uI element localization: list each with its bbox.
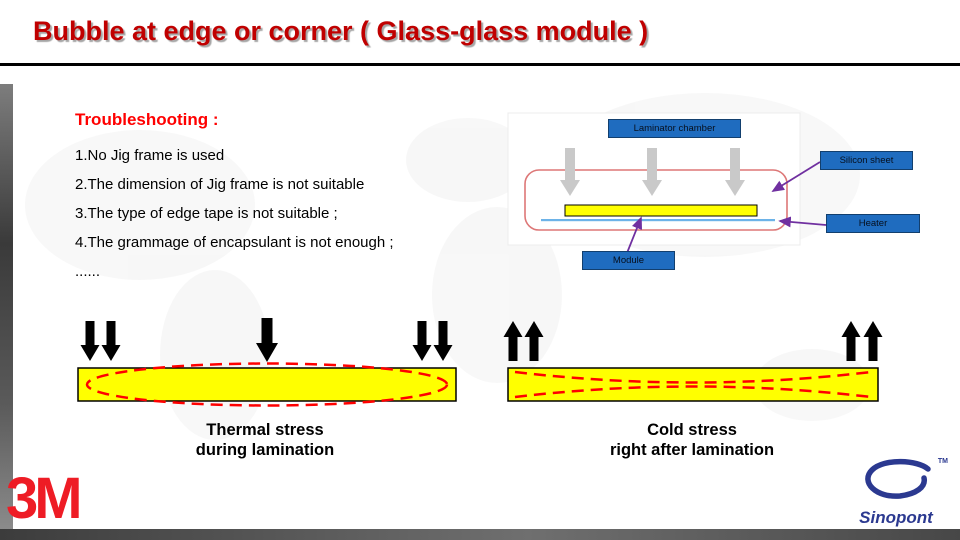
troubleshooting-item-2: 2.The dimension of Jig frame is not suit…	[75, 176, 365, 193]
title-underline	[0, 63, 960, 66]
troubleshooting-item-3: 3.The type of edge tape is not suitable …	[75, 205, 338, 222]
troubleshooting-item-ellipsis: ......	[75, 263, 101, 280]
troubleshooting-item-1: 1.No Jig frame is used	[75, 147, 225, 164]
module-label: Module	[582, 251, 675, 270]
trademark-symbol: TM	[937, 458, 948, 465]
3m-logo: 3M	[6, 466, 83, 531]
thermal-stress-diagram	[77, 318, 457, 407]
heater-arrow	[778, 216, 827, 228]
sinopont-wordmark: Sinopont	[859, 508, 933, 527]
cold-stress-diagram	[503, 321, 883, 402]
troubleshooting-item-4: 4.The grammage of encapsulant is not eno…	[75, 234, 394, 251]
cold-caption-line2: right after lamination	[609, 441, 775, 459]
heater-label: Heater	[826, 214, 920, 233]
troubleshooting-heading: Troubleshooting :	[75, 110, 219, 129]
thermal-caption-line2: during lamination	[195, 441, 335, 459]
troubleshooting-section: Troubleshooting : 1.No Jig frame is used…	[75, 110, 495, 286]
cold-deformation-outline	[514, 370, 872, 399]
glass-module-bar	[507, 367, 879, 402]
silicon-sheet-arrow	[771, 161, 821, 192]
thermal-down-arrows	[80, 318, 453, 362]
thermal-deformation-outline	[85, 362, 449, 407]
left-edge-bar	[0, 84, 13, 540]
glass-module-bar	[77, 367, 457, 402]
module-arrow	[626, 216, 643, 254]
module-bar	[564, 204, 758, 217]
press-down-arrows	[560, 148, 745, 196]
page-title: Bubble at edge or corner ( Glass-glass m…	[33, 16, 649, 46]
thermal-caption-line1: Thermal stress	[206, 421, 324, 439]
thermal-caption: Thermal stress during lamination	[110, 420, 420, 460]
silicon-sheet-label: Silicon sheet	[820, 151, 913, 170]
laminator-chamber-label: Laminator chamber	[608, 119, 741, 138]
cold-up-arrows	[503, 321, 883, 361]
sinopont-logo: TM Sinopont	[842, 458, 950, 530]
cold-caption-line1: Cold stress	[647, 421, 737, 439]
bottom-edge-bar	[0, 529, 960, 540]
callout-arrows	[626, 161, 827, 254]
heater-line	[541, 219, 775, 222]
cold-caption: Cold stress right after lamination	[537, 420, 847, 460]
sinopont-swoosh-icon	[865, 458, 931, 499]
